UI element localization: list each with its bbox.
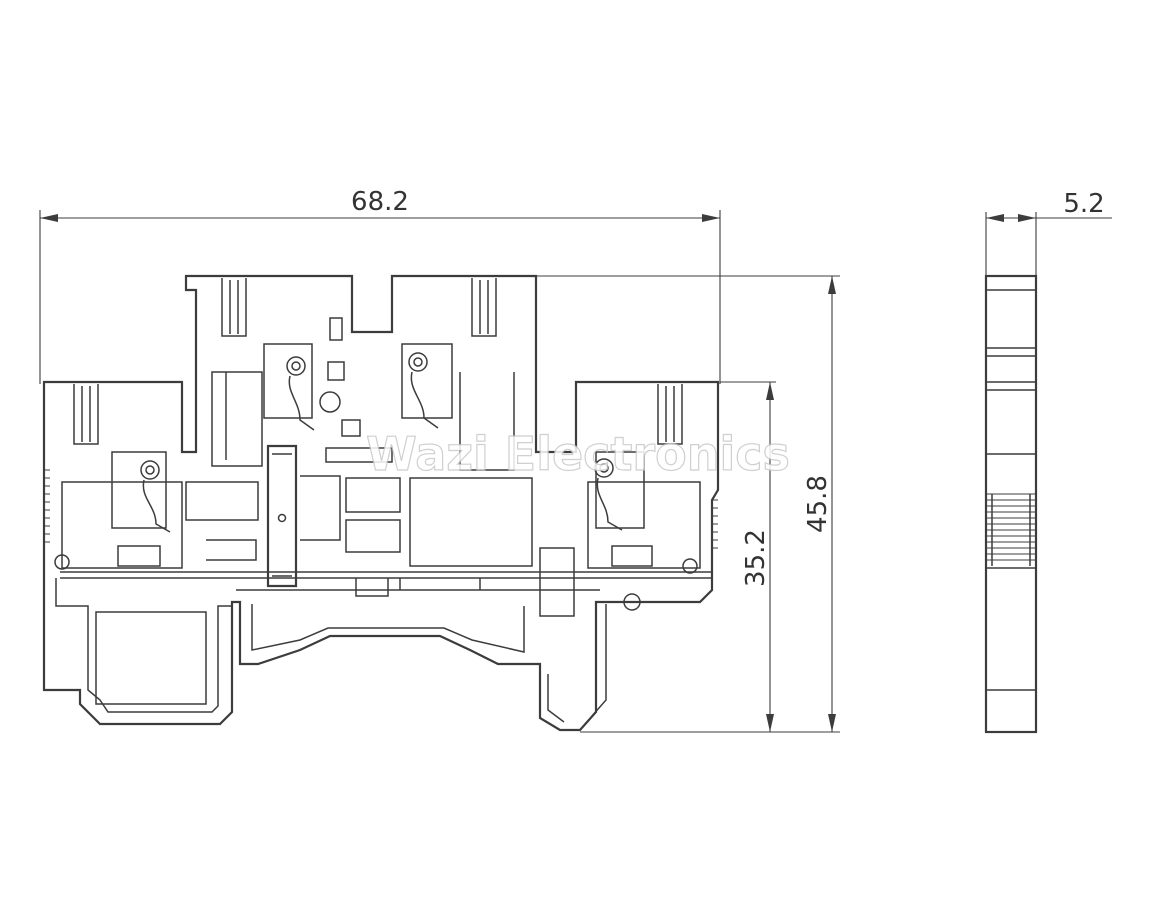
side-view-grip-hatch xyxy=(986,493,1036,566)
dimension-thickness: 5.2 xyxy=(985,189,1112,276)
side-view xyxy=(984,274,1038,734)
dimension-height-step: 35.2 xyxy=(720,381,776,732)
width-dimension-label: 68.2 xyxy=(351,187,409,217)
right-rib-marks xyxy=(712,499,718,549)
height-overall-dimension-label: 45.8 xyxy=(803,475,833,533)
dimension-height-overall: 45.8 xyxy=(536,275,840,733)
dimension-width: 68.2 xyxy=(39,187,721,384)
watermark: Wazi Electronics xyxy=(366,427,790,481)
front-view xyxy=(42,274,720,732)
thickness-dimension-label: 5.2 xyxy=(1063,189,1104,219)
left-rib-marks xyxy=(44,469,50,543)
height-step-dimension-label: 35.2 xyxy=(741,529,771,587)
